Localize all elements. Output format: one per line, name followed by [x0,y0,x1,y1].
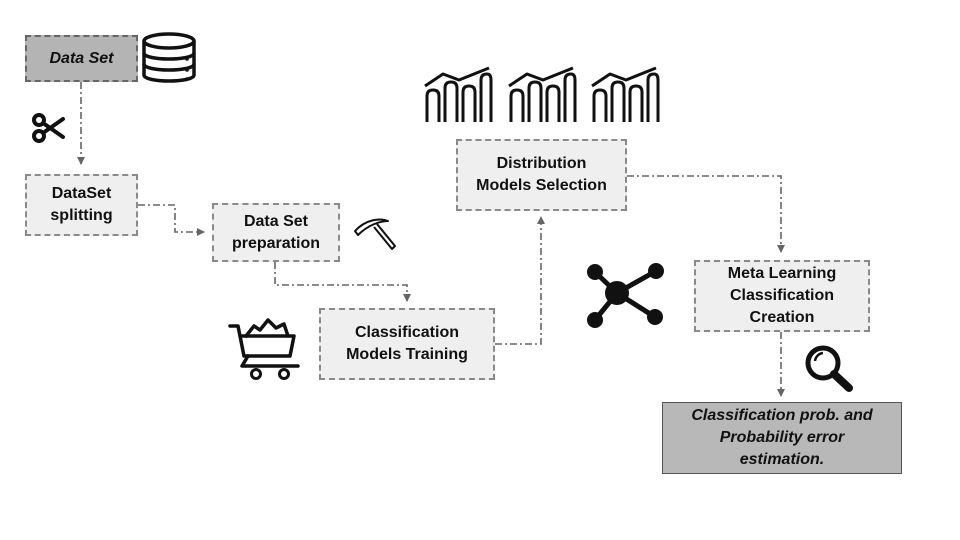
pickaxe-icon [354,218,396,250]
bar-chart-icon [508,66,577,122]
magnifier-icon [805,345,853,392]
node-dataset-splitting: DataSet splitting [25,174,138,236]
node-classification-models-training: Classification Models Training [319,308,495,380]
connector-distribution-to-meta [627,175,785,253]
bar-chart-icon [591,66,660,122]
node-dataset: Data Set [25,35,138,82]
network-icon [587,263,664,328]
connector-preparation-to-training [274,262,411,302]
scissors-icon [32,113,65,143]
node-dataset-preparation: Data Set preparation [212,203,340,262]
node-classification-output: Classification prob. and Probability err… [662,402,902,474]
node-meta-learning-classification: Meta Learning Classification Creation [694,260,870,332]
connector-training-to-distribution [495,216,545,345]
database-icon [142,32,196,83]
node-distribution-models-selection: Distribution Models Selection [456,139,627,211]
connector-splitting-to-preparation [138,204,205,236]
mining-cart-icon [228,318,300,380]
bar-chart-icon [424,66,493,122]
